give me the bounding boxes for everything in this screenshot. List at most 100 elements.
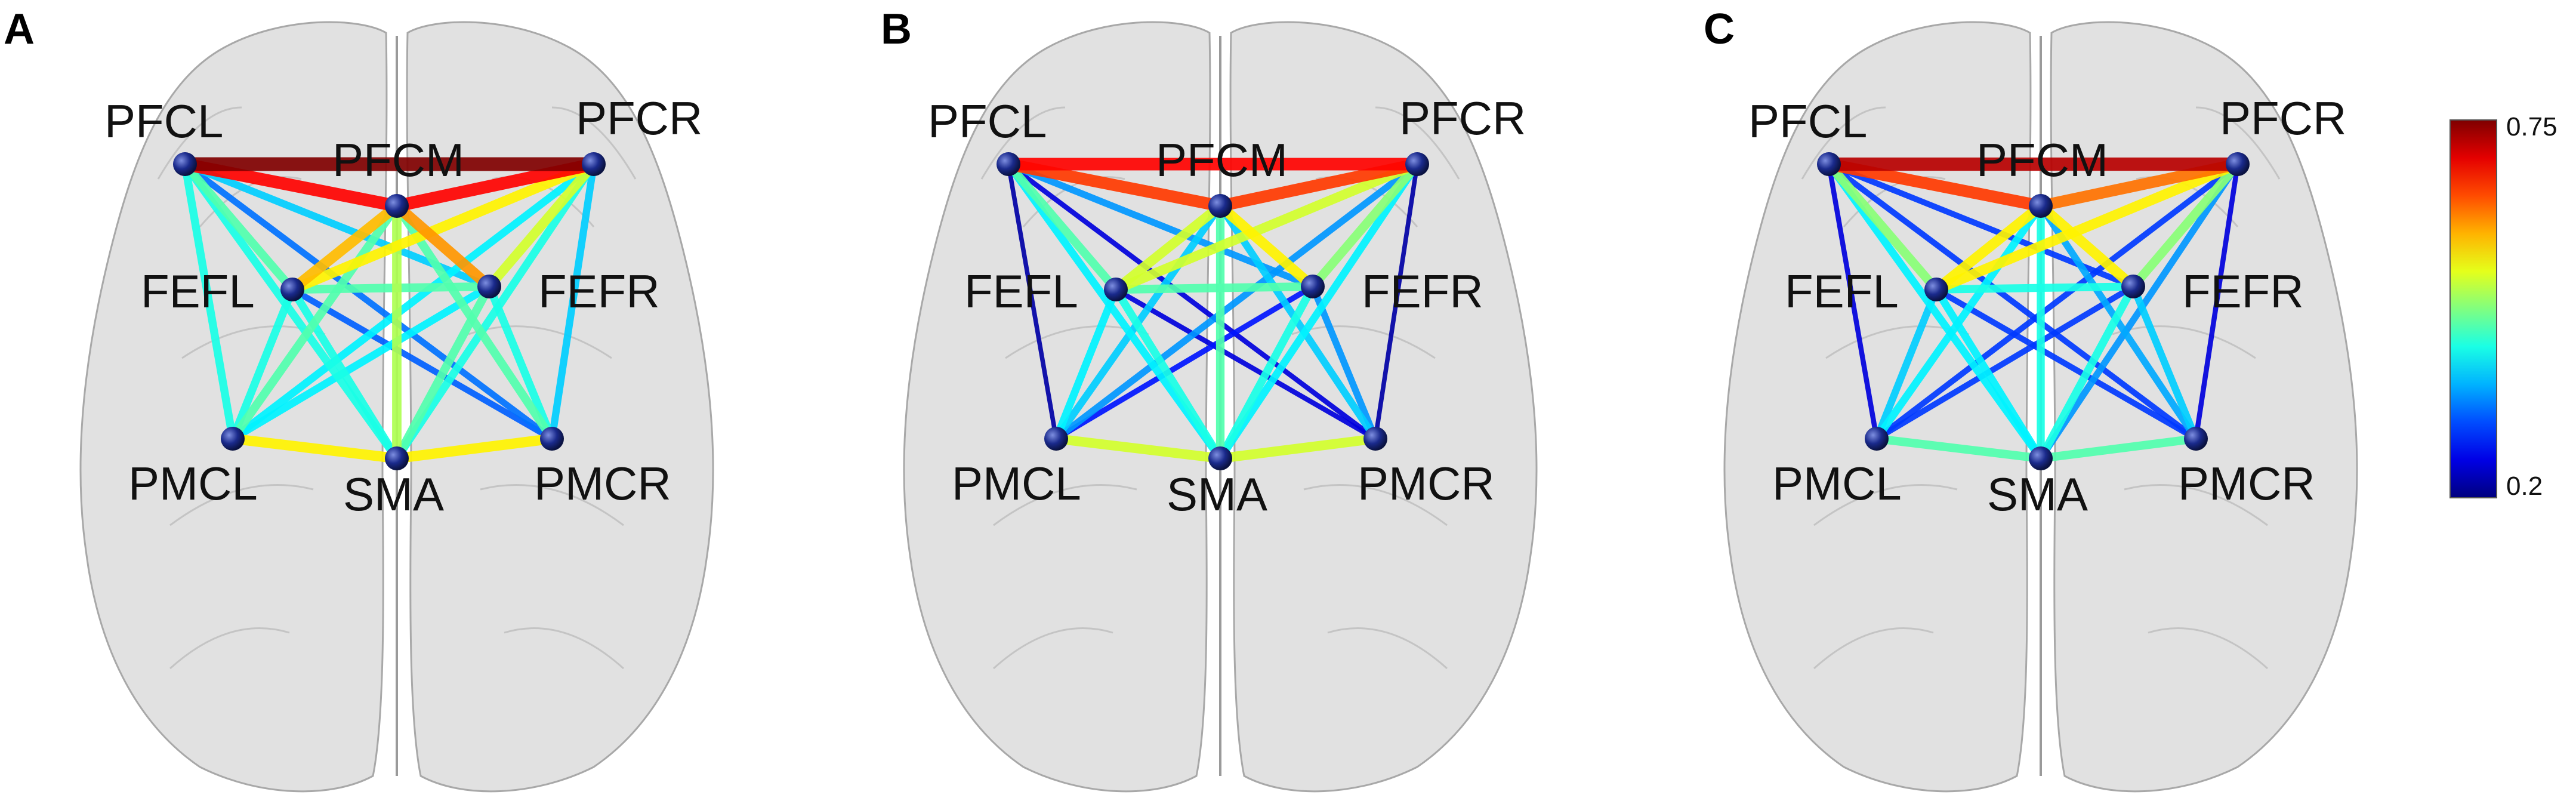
node-pfcr: [582, 152, 606, 176]
edge-pfcr-sma: [1216, 160, 1421, 463]
node-label-fefr: FEFR: [1362, 265, 1483, 318]
node-label-fefr: FEFR: [2182, 265, 2304, 318]
node-pfcm: [1208, 194, 1232, 218]
colorbar: [2449, 119, 2497, 498]
node-sma: [385, 446, 409, 470]
edge-fefl-fefr: [1111, 282, 1318, 294]
node-fefl: [1104, 278, 1128, 301]
node-label-pmcr: PMCR: [1358, 457, 1495, 510]
node-label-sma: SMA: [1167, 468, 1267, 520]
edge-sma-pmcr: [2036, 434, 2201, 463]
node-label-fefr: FEFR: [538, 265, 660, 318]
edge-pfcm-fefr: [391, 200, 495, 292]
node-pfcl: [997, 152, 1020, 176]
node-label-pfcr: PFCR: [576, 92, 702, 144]
edge-fefl-pmcl: [229, 285, 297, 443]
node-label-pfcl: PFCL: [104, 95, 223, 147]
node-label-pmcl: PMCL: [1772, 457, 1902, 510]
edge-pfcl-sma: [181, 160, 401, 463]
edge-pfcl-pmcl: [181, 160, 237, 443]
edge-pfcl-pmcl: [1006, 162, 1059, 441]
node-pfcm: [2029, 194, 2053, 218]
node-pfcl: [1817, 152, 1841, 176]
edge-pfcl-pmcl: [1826, 161, 1880, 442]
edge-fefr-pmcr: [485, 282, 556, 443]
edge-pfcr-fefl: [1110, 159, 1423, 295]
edge-pfcr-pmcr: [548, 160, 598, 443]
node-label-pfcm: PFCM: [1976, 134, 2108, 186]
colorbar-max-label: 0.75: [2506, 112, 2558, 141]
edge-pfcm-pfcr: [2035, 158, 2244, 212]
edge-pfcr-fefr: [484, 159, 599, 292]
node-label-fefl: FEFL: [141, 265, 255, 318]
node-pfcl: [173, 152, 197, 176]
edge-pfcr-sma: [2037, 161, 2241, 462]
edge-pfcl-pmcr: [1005, 161, 1378, 442]
edge-fefl-pmcr: [289, 286, 556, 442]
edge-pfcm-pfcr: [1214, 158, 1424, 212]
node-pmcl: [221, 427, 245, 451]
node-label-pmcl: PMCL: [952, 457, 1081, 510]
edge-pfcl-pfcm: [1002, 158, 1227, 212]
edge-pfcr-pmcr: [1373, 162, 1420, 441]
node-pfcr: [2226, 152, 2250, 176]
node-label-sma: SMA: [1987, 468, 2088, 520]
node-label-pmcr: PMCR: [534, 457, 671, 510]
node-fefl: [1924, 278, 1948, 301]
edge-pfcr-fefl: [1931, 159, 2243, 295]
edge-pfcm-pmcl: [228, 201, 402, 443]
edge-fefl-pmcl: [1052, 285, 1120, 443]
edge-pfcl-fefl: [1004, 159, 1121, 294]
node-label-pfcr: PFCR: [2220, 92, 2346, 144]
node-pmcr: [540, 427, 564, 451]
node-pmcr: [2184, 427, 2208, 451]
node-pfcr: [1405, 152, 1429, 176]
edge-pfcr-pmcl: [1874, 161, 2241, 442]
edge-sma-pmcr: [1215, 433, 1381, 464]
edge-pfcm-fefl: [1931, 201, 2046, 295]
edge-pmcl-sma: [1872, 434, 2046, 463]
edge-pfcl-sma: [1004, 160, 1224, 463]
edge-pfcl-pfcm: [1822, 158, 2047, 212]
edge-fefr-pmcl: [1053, 284, 1316, 442]
node-fefr: [2121, 275, 2145, 298]
edge-pfcl-fefl: [1824, 159, 1941, 294]
node-label-sma: SMA: [343, 468, 444, 520]
node-label-pmcr: PMCR: [2178, 457, 2315, 510]
edge-pfcm-fefr: [1215, 201, 1318, 292]
node-pmcl: [1865, 427, 1889, 451]
edge-pfcl-sma: [1825, 160, 2045, 463]
node-label-pfcm: PFCM: [332, 134, 464, 186]
edge-fefr-sma: [392, 282, 494, 463]
panel-letter-c: C: [1704, 5, 1735, 53]
edge-fefl-pmcr: [1933, 286, 2199, 442]
node-label-pfcl: PFCL: [928, 95, 1047, 147]
edge-pfcr-pmcl: [1053, 161, 1421, 442]
edge-pfcl-fefl: [180, 159, 297, 294]
node-fefr: [477, 275, 501, 298]
node-fefl: [280, 278, 304, 301]
node-label-pfcr: PFCR: [1399, 92, 1526, 144]
edge-pfcr-pmcl: [229, 160, 598, 443]
node-pmcl: [1044, 427, 1068, 451]
node-fefr: [1301, 275, 1325, 298]
edge-pfcr-fefr: [1308, 159, 1422, 291]
colorbar-min-label: 0.2: [2506, 472, 2543, 501]
edge-pfcm-fefl: [1110, 201, 1226, 295]
edge-fefl-pmcr: [1113, 286, 1378, 442]
edge-pmcl-sma: [227, 433, 402, 464]
edge-fefl-sma: [288, 285, 401, 463]
edge-fefr-sma: [1216, 282, 1317, 463]
edge-fefr-sma: [2037, 282, 2137, 463]
edge-fefl-fefr: [1932, 282, 2137, 294]
edge-pfcm-fefr: [2035, 201, 2139, 292]
edge-pfcr-fefl: [287, 159, 599, 295]
edge-fefl-sma: [1112, 285, 1224, 463]
